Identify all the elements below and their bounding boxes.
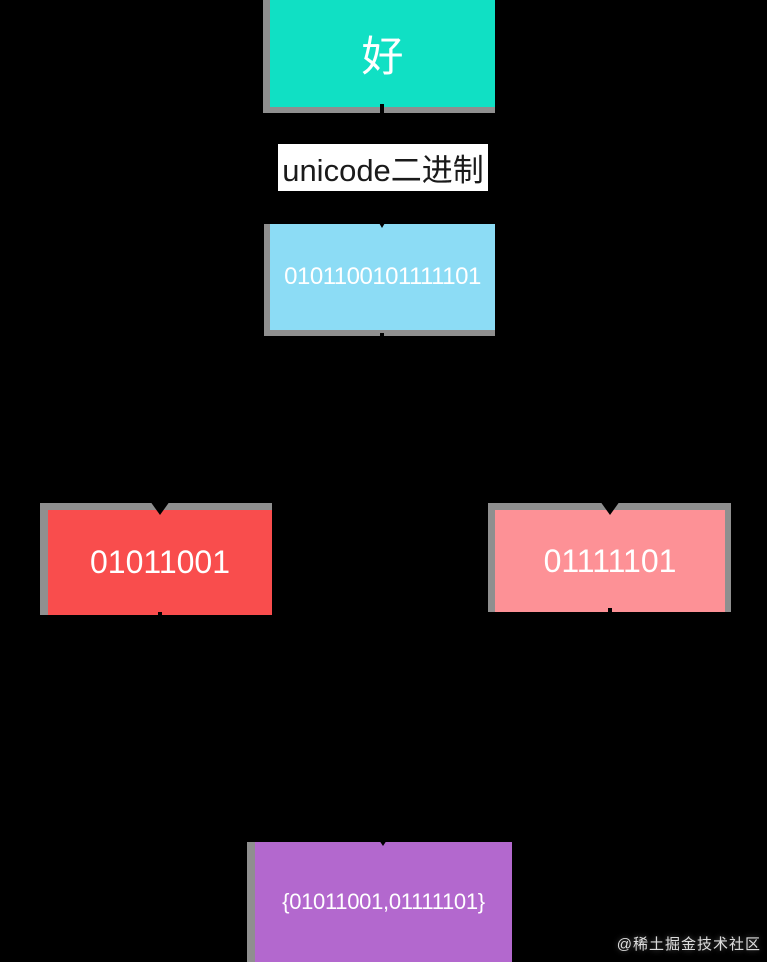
edge-byte-high-to-set (158, 612, 385, 840)
edge-label-text: unicode二进制 (282, 153, 484, 188)
node-character: 好 (263, 0, 495, 113)
node-byte-high-label: 01011001 (90, 544, 230, 580)
node-unicode-binary: 0101100101111101 (264, 224, 495, 336)
node-byte-high: 01011001 (40, 503, 272, 615)
watermark: @稀土掘金技术社区 (616, 936, 761, 953)
node-byte-low-label: 01111101 (543, 542, 677, 579)
edge-byte-low-to-set (383, 608, 612, 742)
node-byte-low: 01111101 (488, 503, 731, 612)
edge-binary-to-byte-high (158, 333, 384, 502)
node-character-label: 好 (361, 33, 404, 80)
node-byte-set-label: {01011001,01111101} (282, 889, 485, 914)
node-byte-set: {01011001,01111101} (247, 842, 512, 962)
edge-binary-to-byte-low (382, 428, 612, 502)
node-unicode-binary-label: 0101100101111101 (284, 263, 481, 290)
edge-label-unicode-binary: unicode二进制 (278, 144, 488, 191)
